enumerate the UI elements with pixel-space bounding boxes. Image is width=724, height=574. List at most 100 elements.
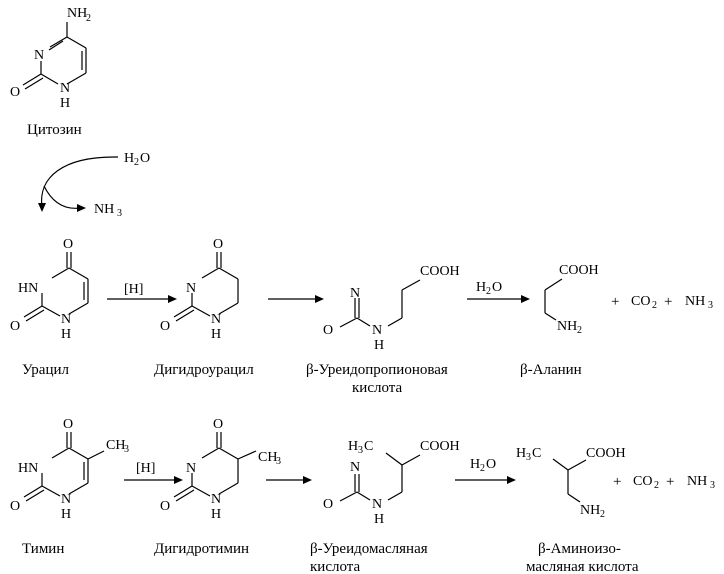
- nh3-3-sub: 3: [710, 480, 715, 491]
- nh3-1: NH: [94, 202, 114, 217]
- nh3-1-sub: 3: [117, 208, 122, 219]
- urb-cooh: COOH: [420, 439, 460, 454]
- hydrolysis-arrow-2: H 2 O: [467, 280, 530, 303]
- aib-nh2-sub: 2: [600, 509, 605, 520]
- hydrolysis-arrow-1: [268, 295, 324, 303]
- dht-nh-n: N: [211, 492, 221, 507]
- dhu-o-top: O: [213, 237, 223, 252]
- dhu-n: N: [186, 281, 196, 296]
- urb-h3c-h: H: [348, 439, 358, 454]
- thy-ch3-sub: 3: [124, 444, 129, 455]
- plus-2b: +: [666, 474, 674, 490]
- h2o-3-sub: 2: [480, 463, 485, 474]
- aib-cooh: COOH: [586, 446, 626, 461]
- dht-n: N: [186, 461, 196, 476]
- co2-1-sub: 2: [652, 300, 657, 311]
- ala-cooh: COOH: [559, 263, 599, 278]
- urb-h3c-sub: 3: [358, 445, 363, 456]
- uracil-label: Урацил: [22, 362, 70, 378]
- uracil-h: H: [61, 327, 71, 342]
- dht-ch3: CH: [258, 450, 277, 465]
- urp-n2: N: [372, 323, 382, 338]
- dht-ch3-sub: 3: [276, 456, 281, 467]
- urb-n2: N: [372, 497, 382, 512]
- uracil-o: O: [10, 319, 20, 334]
- ala-nh2: NH: [557, 319, 577, 334]
- dihydrouracil-structure: O N O N H Дигидроурацил: [154, 237, 254, 378]
- uracil-o-top: O: [63, 237, 73, 252]
- uracil-hn: HN: [18, 281, 38, 296]
- thy-o-top: O: [63, 417, 73, 432]
- dht-nh-h: H: [211, 507, 221, 522]
- thy-hn: HN: [18, 461, 38, 476]
- cytosine-n: N: [34, 48, 44, 63]
- uracil-structure: O HN O N H Урацил: [10, 237, 89, 378]
- nh3-3: NH: [687, 474, 707, 489]
- beta-alanine-structure: COOH NH 2 β-Аланин: [520, 263, 599, 378]
- urp-n: N: [350, 286, 360, 301]
- thy-o: O: [10, 499, 20, 514]
- deamination-arrow: H 2 O NH 3: [38, 151, 150, 219]
- dihydrouracil-label: Дигидроурацил: [154, 362, 254, 378]
- urb-h: H: [374, 512, 384, 527]
- aib-h3c-c: C: [532, 446, 541, 461]
- h2o-1-h: H: [124, 151, 134, 166]
- cytosine-nh-n: N: [60, 81, 70, 96]
- ureidopropionic-label-2: кислота: [352, 380, 402, 396]
- dhu-nh-n: N: [211, 312, 221, 327]
- thymine-label: Тимин: [22, 541, 64, 557]
- hydrolysis-arrow-4: H 2 O: [455, 457, 516, 484]
- cytosine-nh2-sub: 2: [86, 13, 91, 24]
- aminoisobutyric-label-2: масляная кислота: [526, 559, 639, 574]
- co2-2: CO: [633, 474, 652, 489]
- thy-ch3: CH: [106, 438, 125, 453]
- cytosine-nh-h: H: [60, 96, 70, 111]
- nh3-2-sub: 3: [708, 300, 713, 311]
- h2o-3-h: H: [470, 457, 480, 472]
- plus-2a: +: [613, 474, 621, 490]
- dht-o: O: [160, 499, 170, 514]
- reduction-label-2: [H]: [136, 461, 155, 476]
- beta-alanine-label: β-Аланин: [520, 362, 582, 378]
- h2o-1-o: O: [140, 151, 150, 166]
- urb-o: O: [323, 497, 333, 512]
- urb-h3c-c: C: [364, 439, 373, 454]
- thymine-structure: O CH 3 HN O N H Тимин: [10, 417, 129, 557]
- ureidobutyric-structure: N O N H H 3 C COOH β-Уреидомасляная кисл…: [310, 439, 460, 574]
- co2-1: CO: [631, 294, 650, 309]
- plus-1a: +: [611, 294, 619, 310]
- dht-o-top: O: [213, 417, 223, 432]
- h2o-2-o: O: [492, 280, 502, 295]
- h2o-3-o: O: [486, 457, 496, 472]
- products-1: + CO 2 + NH 3: [611, 294, 713, 311]
- hydrolysis-arrow-3: [266, 476, 312, 484]
- aib-nh2: NH: [580, 503, 600, 518]
- aminoisobutyric-label-1: β-Аминоизо-: [538, 541, 621, 557]
- urb-n: N: [350, 460, 360, 475]
- ureidobutyric-label-2: кислота: [310, 559, 360, 574]
- thy-h: H: [61, 507, 71, 522]
- co2-2-sub: 2: [654, 480, 659, 491]
- cytosine-label: Цитозин: [27, 122, 82, 138]
- ala-nh2-sub: 2: [577, 325, 582, 336]
- products-2: + CO 2 + NH 3: [613, 474, 715, 491]
- dihydrothymine-structure: O CH 3 N O N H Дигидротимин: [154, 417, 281, 557]
- ureidopropionic-label-1: β-Уреидопропионовая: [306, 362, 448, 378]
- dihydrothymine-label: Дигидротимин: [154, 541, 249, 557]
- nh3-2: NH: [685, 294, 705, 309]
- h2o-2-sub: 2: [486, 286, 491, 297]
- aminoisobutyric-structure: H 3 C COOH NH 2 β-Аминоизо- масляная кис…: [516, 446, 639, 574]
- urp-cooh: COOH: [420, 264, 460, 279]
- reduction-arrow-1: [H]: [107, 282, 177, 303]
- uracil-n: N: [61, 312, 71, 327]
- ureidobutyric-label-1: β-Уреидомасляная: [310, 541, 428, 557]
- ureidopropionic-structure: N O N H COOH β-Уреидопропионовая кислота: [306, 264, 460, 396]
- plus-1b: +: [664, 294, 672, 310]
- thy-n: N: [61, 492, 71, 507]
- urp-o: O: [323, 323, 333, 338]
- h2o-2-h: H: [476, 280, 486, 295]
- cytosine-o: O: [10, 85, 20, 100]
- cytosine-nh2: NH: [67, 6, 87, 21]
- h2o-1-sub: 2: [134, 157, 139, 168]
